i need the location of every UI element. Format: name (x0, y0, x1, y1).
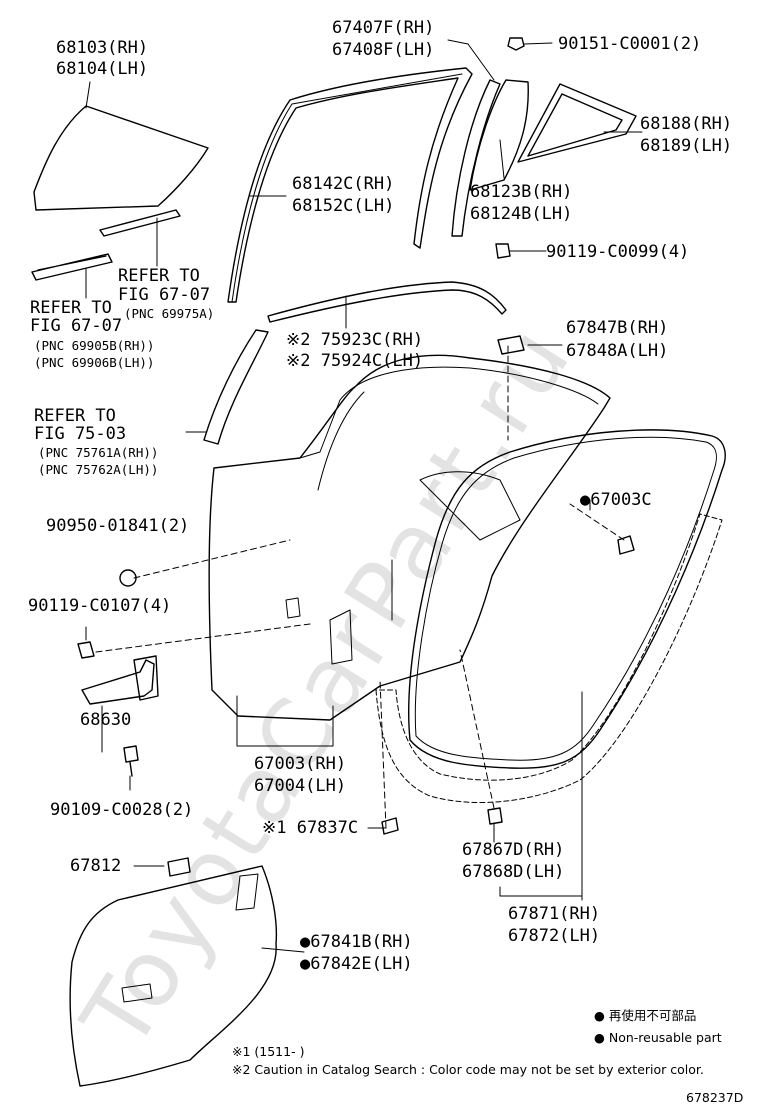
label-68124b: 68124B(LH) (470, 204, 573, 224)
label-90950: 90950-01841(2) (46, 516, 190, 536)
label-refer-2-pnc1: (PNC 69905B(RH)) (34, 338, 155, 353)
label-67004: 67004(LH) (254, 776, 347, 796)
label-68152c: 68152C(LH) (292, 196, 395, 216)
label-90119-c0107: 90119-C0107(4) (28, 596, 172, 616)
label-67837c: ※1 67837C (262, 818, 359, 838)
outer-weatherstrip (267, 281, 507, 323)
label-67871: 67871(RH) (508, 904, 601, 924)
label-refer-2-line1: REFER TO (30, 298, 112, 318)
label-refer-1-line2: FIG 67-07 (118, 285, 211, 305)
frame-garnish (203, 329, 269, 445)
label-67848a: 67848A(LH) (566, 341, 669, 361)
belt-moulding-inner (31, 253, 113, 281)
run-channel (227, 67, 473, 303)
label-67867d: 67867D(RH) (462, 840, 565, 860)
label-refer-3-line1: REFER TO (34, 406, 116, 426)
label-75924c: ※2 75924C(LH) (286, 351, 424, 371)
screw-90119-top (495, 243, 511, 259)
label-refer-2-pnc2: (PNC 69906B(LH)) (34, 355, 155, 370)
quarter-glass (469, 79, 529, 191)
label-68123b: 68123B(RH) (470, 182, 573, 202)
label-refer-2-line2: FIG 67-07 (30, 316, 123, 336)
label-67003: 67003(RH) (254, 754, 347, 774)
label-67407f: 67407F(RH) (332, 18, 435, 38)
legend-non-reusable: ● Non-reusable part (594, 1030, 722, 1045)
label-90119-c0099: 90119-C0099(4) (546, 242, 690, 262)
legend-japanese: ● 再使用不可部品 (594, 1008, 697, 1023)
window-glass (33, 105, 209, 211)
belt-moulding-outer (99, 209, 181, 237)
footnote-2: ※2 Caution in Catalog Search : Color cod… (232, 1062, 704, 1077)
door-weatherstrip (408, 429, 726, 769)
label-68104: 68104(LH) (56, 59, 149, 79)
label-68103: 68103(RH) (56, 38, 149, 58)
leader-lines (85, 39, 643, 953)
label-67847b: 67847B(RH) (566, 318, 669, 338)
label-67872: 67872(LH) (508, 926, 601, 946)
clip-67837 (381, 817, 399, 835)
label-75923c: ※2 75923C(RH) (286, 330, 424, 350)
label-refer-3-pnc2: (PNC 75762A(LH)) (38, 462, 159, 477)
bolt-90109 (123, 745, 139, 777)
label-68189: 68189(LH) (640, 136, 733, 156)
label-refer-3-pnc1: (PNC 75761A(RH)) (38, 445, 159, 460)
division-bar (451, 79, 501, 237)
label-67868d: 67868D(LH) (462, 862, 565, 882)
clip-90151 (507, 37, 525, 51)
label-68188: 68188(RH) (640, 114, 733, 134)
label-67003c: ●67003C (580, 490, 652, 510)
bolt-90119 (77, 641, 95, 659)
hole-plug (119, 569, 137, 587)
clip-67867 (487, 807, 503, 825)
figure-id: 678237D (686, 1090, 744, 1105)
label-67408f: 67408F(LH) (332, 40, 435, 60)
label-refer-1-pnc: (PNC 69975A) (124, 306, 215, 321)
patch-67847 (497, 335, 525, 355)
clip-67003c (617, 535, 635, 555)
door-trim-sheet (69, 865, 278, 1087)
door-check (81, 655, 159, 705)
label-68142c: 68142C(RH) (292, 174, 395, 194)
label-refer-3-line2: FIG 75-03 (34, 424, 127, 444)
label-67842e: ●67842E(LH) (300, 954, 413, 974)
label-67812: 67812 (70, 856, 122, 876)
label-67841b: ●67841B(RH) (300, 932, 413, 952)
service-hole-cover (167, 857, 191, 877)
label-90109: 90109-C0028(2) (50, 800, 194, 820)
dashed-lines (95, 345, 625, 829)
quarter-window-frame (517, 83, 637, 163)
door-panel (208, 354, 611, 721)
label-90151: 90151-C0001(2) (558, 34, 702, 54)
footnote-1: ※1 (1511- ) (232, 1044, 305, 1059)
label-68630: 68630 (80, 710, 132, 730)
label-refer-1-line1: REFER TO (118, 266, 200, 286)
sash-weatherstrip-outline (375, 513, 723, 804)
